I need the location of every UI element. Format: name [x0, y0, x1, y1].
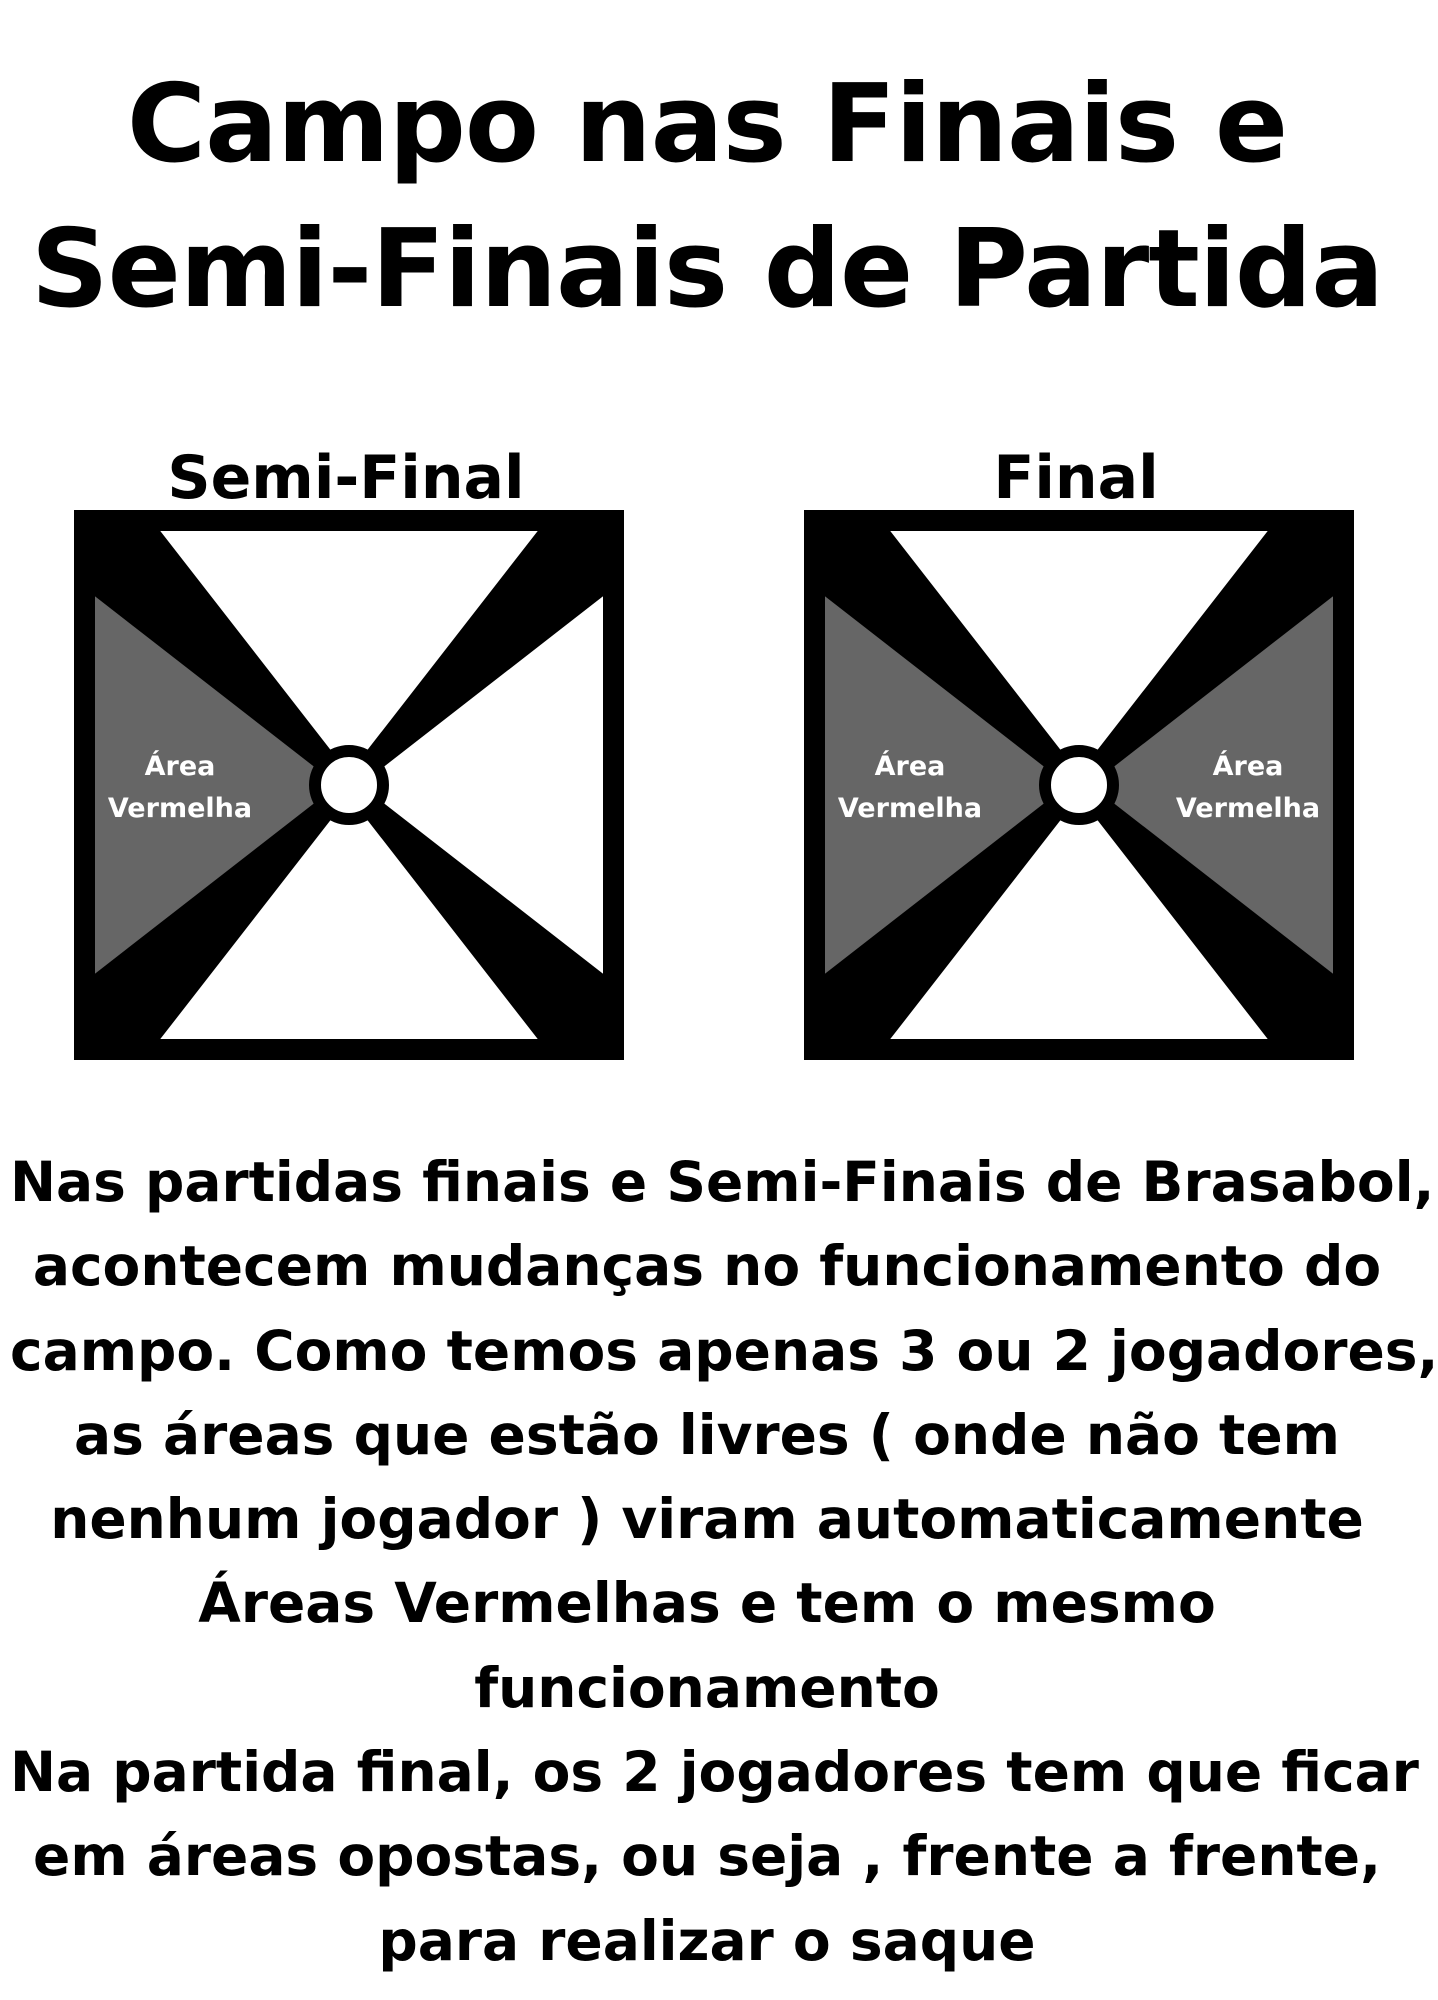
body-line: em áreas opostas, ou seja , frente a fre…: [33, 1824, 1381, 1889]
body-line: acontecem mudanças no funcionamento do: [32, 1234, 1382, 1299]
body-line: Na partida final, os 2 jogadores tem que…: [10, 1740, 1419, 1805]
title-line-2: Semi-Finais de Partida: [30, 207, 1384, 332]
body-line: Áreas Vermelhas e tem o mesmo: [198, 1571, 1216, 1636]
free-area-top: [861, 517, 1297, 797]
semi-final-label: Semi-Final: [167, 443, 525, 513]
center-circle: [1039, 745, 1119, 825]
free-area-right: [337, 567, 617, 1003]
free-area-top: [131, 517, 567, 797]
body-line: as áreas que estão livres ( onde não tem: [74, 1402, 1340, 1467]
red-area-label: Área: [1213, 750, 1284, 782]
red-area-right: [1067, 567, 1347, 1003]
red-area-left: [811, 567, 1091, 1003]
body-line: funcionamento: [474, 1655, 940, 1720]
body-line: para realizar o saque: [378, 1908, 1036, 1973]
page-title: Campo nas Finais e Semi-Finais de Partid…: [0, 52, 1414, 342]
red-area-label: Vermelha: [838, 793, 982, 824]
red-area-label: Vermelha: [108, 793, 252, 824]
red-area-label: Área: [875, 750, 946, 782]
body-line: campo. Como temos apenas 3 ou 2 jogadore…: [10, 1318, 1438, 1383]
title-line-1: Campo nas Finais e: [126, 62, 1288, 187]
explanation-text: Nas partidas finais e Semi-Finais de Bra…: [10, 1140, 1438, 1983]
red-area-label: Vermelha: [1176, 793, 1320, 824]
free-area-bottom: [861, 773, 1297, 1053]
final-label: Final: [993, 443, 1159, 513]
center-circle: [309, 745, 389, 825]
body-line: Nas partidas finais e Semi-Finais de Bra…: [10, 1150, 1435, 1214]
red-area-left: [81, 567, 361, 1003]
red-area-label: Área: [145, 750, 216, 782]
free-area-bottom: [131, 773, 567, 1053]
body-line: nenhum jogador ) viram automaticamente: [50, 1487, 1364, 1552]
